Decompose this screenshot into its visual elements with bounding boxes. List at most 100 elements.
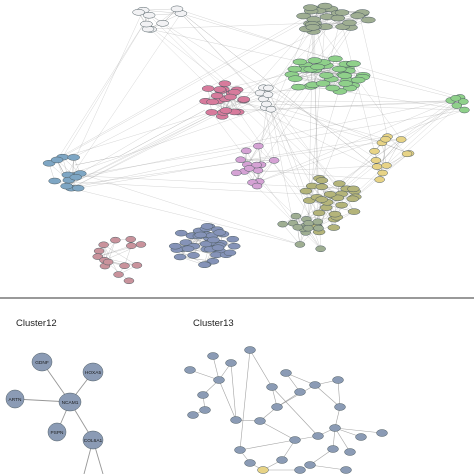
network-node xyxy=(312,432,324,440)
network-node xyxy=(369,148,380,155)
network-node xyxy=(292,224,304,231)
network-node xyxy=(313,224,324,232)
network-node xyxy=(346,195,359,203)
network-edge xyxy=(176,8,346,65)
network-node xyxy=(346,60,361,67)
network-node xyxy=(93,247,105,255)
network-edge xyxy=(176,8,383,174)
network-edge xyxy=(148,15,342,206)
network-node xyxy=(262,91,274,98)
network-edge xyxy=(376,139,402,167)
cluster12-node-ncam1 xyxy=(58,392,82,412)
network-node xyxy=(315,196,328,203)
cluster13-title: Cluster13 xyxy=(193,318,234,329)
network-edge xyxy=(309,464,347,471)
network-node xyxy=(225,359,237,367)
network-node xyxy=(213,376,225,384)
network-node xyxy=(332,376,344,384)
network-edge xyxy=(260,92,382,144)
network-node xyxy=(334,403,346,411)
network-node xyxy=(335,201,348,209)
network-edge xyxy=(334,427,383,434)
network-node xyxy=(299,187,313,195)
network-edge xyxy=(243,28,307,101)
network-edge xyxy=(266,103,465,111)
network-node xyxy=(184,366,196,374)
network-edge xyxy=(68,90,221,181)
network-edge xyxy=(334,427,351,453)
network-node xyxy=(327,224,341,231)
network-edge xyxy=(48,5,326,164)
network-node xyxy=(187,411,199,419)
network-node xyxy=(142,11,156,19)
network-edge xyxy=(73,26,326,158)
network-node xyxy=(71,184,85,192)
network-node xyxy=(244,459,256,467)
network-edge xyxy=(259,181,309,229)
network-node xyxy=(235,156,246,163)
network-node xyxy=(173,253,187,261)
network-node xyxy=(294,388,306,396)
network-node xyxy=(338,80,353,87)
network-edge xyxy=(268,87,387,166)
network-edge xyxy=(359,14,388,137)
network-node xyxy=(218,80,232,87)
network-node xyxy=(312,218,324,226)
network-edge xyxy=(259,160,275,182)
network-node xyxy=(309,381,321,389)
network-node xyxy=(355,433,367,441)
network-edge xyxy=(232,87,333,94)
cluster12-node-pspn xyxy=(47,422,67,442)
network-node xyxy=(450,95,461,102)
network-edge xyxy=(71,150,247,189)
network-node xyxy=(207,236,220,244)
network-node xyxy=(289,436,301,444)
network-node xyxy=(317,2,333,10)
network-node xyxy=(271,403,283,411)
network-node xyxy=(377,169,388,177)
network-edge xyxy=(223,100,451,113)
network-node xyxy=(380,136,391,143)
network-node xyxy=(288,75,303,82)
network-node xyxy=(113,271,124,278)
network-node xyxy=(234,446,246,454)
network-edge xyxy=(80,173,300,245)
node-layer xyxy=(5,2,470,474)
network-node xyxy=(228,242,241,250)
network-node xyxy=(307,57,322,64)
network-node xyxy=(268,157,280,164)
network-edge xyxy=(270,109,294,224)
network-node xyxy=(123,277,135,285)
network-edge xyxy=(212,355,220,381)
network-node xyxy=(50,156,64,164)
network-node xyxy=(325,84,340,92)
network-node xyxy=(347,185,360,193)
network-edge xyxy=(97,245,132,257)
network-node xyxy=(174,229,188,237)
network-node xyxy=(210,92,224,100)
network-edge xyxy=(162,23,353,199)
network-edge xyxy=(266,103,386,140)
network-edge xyxy=(143,9,181,14)
cluster12-node-label: COL6A1 xyxy=(84,438,103,444)
network-node xyxy=(277,220,288,228)
network-node xyxy=(226,235,240,243)
cluster12-node-hoxa5 xyxy=(82,362,104,382)
network-node xyxy=(290,212,302,220)
network-node xyxy=(344,448,356,456)
network-node xyxy=(302,224,314,232)
network-edge xyxy=(352,101,464,199)
network-node xyxy=(304,461,316,469)
network-edge xyxy=(337,379,341,408)
network-node xyxy=(119,262,130,269)
network-node xyxy=(98,241,109,249)
network-node xyxy=(374,176,385,183)
network-edge xyxy=(150,8,178,30)
network-node xyxy=(294,466,306,474)
network-node xyxy=(135,241,147,248)
network-node xyxy=(323,191,337,198)
network-edge xyxy=(246,69,315,151)
network-node xyxy=(305,24,321,31)
